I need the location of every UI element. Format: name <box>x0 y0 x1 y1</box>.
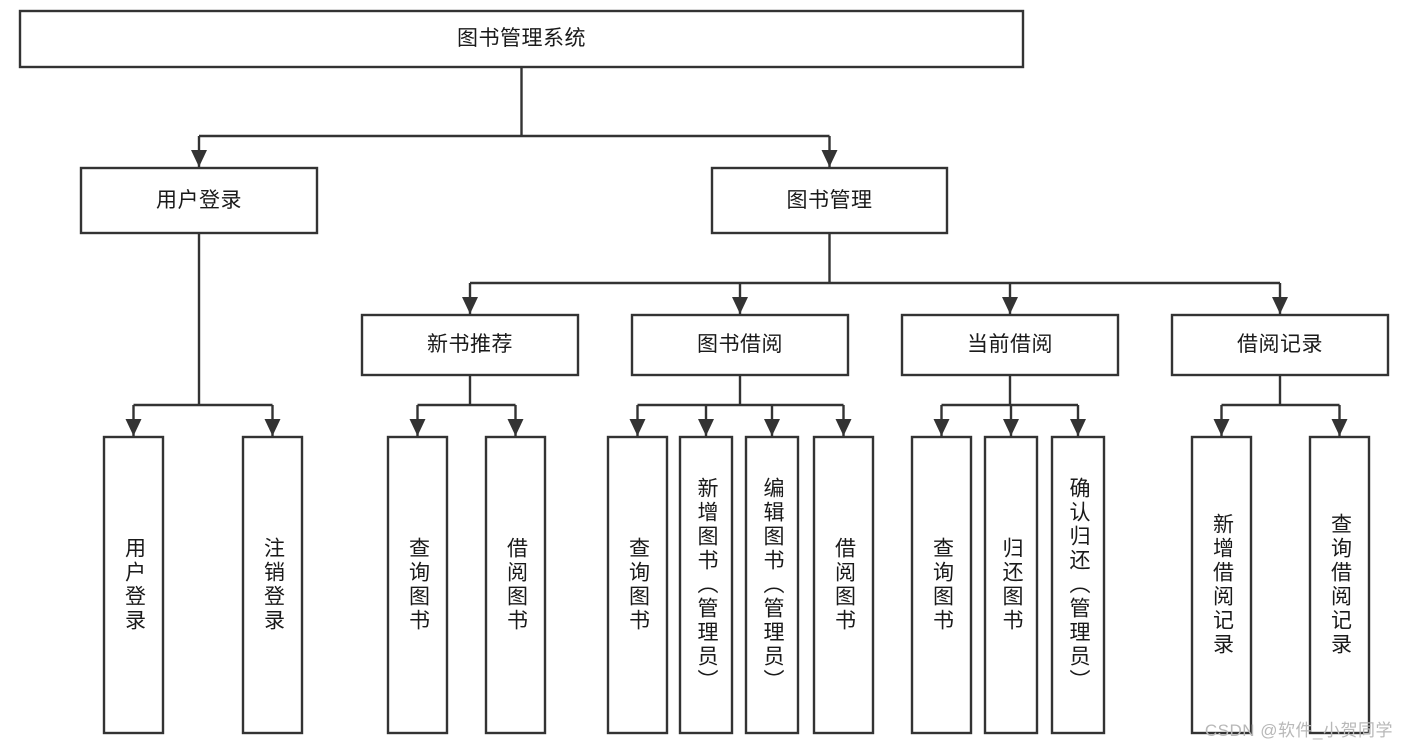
node-l_user_login[interactable] <box>102 435 165 735</box>
node-l_edit_book[interactable] <box>744 435 800 735</box>
node-l_confirm_return[interactable] <box>1050 435 1106 735</box>
node-l_borrow_book_2[interactable] <box>812 435 875 735</box>
node-n_current_borrow[interactable] <box>900 313 1120 377</box>
arrow-head-icon <box>191 150 207 167</box>
node-l_query_record[interactable] <box>1308 435 1371 735</box>
node-l_query_book_2[interactable] <box>606 435 669 735</box>
arrow-head-icon <box>629 419 646 436</box>
node-l_add_record[interactable] <box>1190 435 1253 735</box>
arrow-head-icon <box>462 297 478 314</box>
node-n_book_borrow[interactable] <box>630 313 850 377</box>
node-l_return_book[interactable] <box>983 435 1039 735</box>
arrow-head-icon <box>1002 297 1018 314</box>
arrow-head-icon <box>698 419 714 436</box>
arrow-head-icon <box>764 419 780 436</box>
node-n_new_book_rec[interactable] <box>360 313 580 377</box>
arrow-head-icon <box>1003 419 1019 436</box>
arrow-head-icon <box>1070 419 1086 436</box>
node-l_logout[interactable] <box>241 435 304 735</box>
node-root[interactable] <box>18 9 1025 69</box>
arrow-head-icon <box>732 297 748 314</box>
node-l_borrow_book_1[interactable] <box>484 435 547 735</box>
arrow-head-icon <box>264 419 281 436</box>
arrow-head-icon <box>835 419 852 436</box>
arrow-head-icon <box>1213 419 1230 436</box>
node-n_user_login[interactable] <box>79 166 319 235</box>
arrow-head-icon <box>1272 297 1288 314</box>
node-box-layer <box>18 9 1390 735</box>
arrow-head-icon <box>1331 419 1348 436</box>
node-l_add_book[interactable] <box>678 435 734 735</box>
arrow-head-icon <box>507 419 524 436</box>
arrow-head-icon <box>409 419 426 436</box>
node-n_book_manage[interactable] <box>710 166 949 235</box>
node-l_query_book_3[interactable] <box>910 435 973 735</box>
arrow-head-icon <box>933 419 950 436</box>
connector-layer <box>125 67 1348 436</box>
arrow-head-icon <box>125 419 142 436</box>
node-l_query_book_1[interactable] <box>386 435 449 735</box>
watermark: CSDN @软件_小贺同学 <box>1204 721 1393 740</box>
node-n_borrow_record[interactable] <box>1170 313 1390 377</box>
arrow-head-icon <box>821 150 838 167</box>
